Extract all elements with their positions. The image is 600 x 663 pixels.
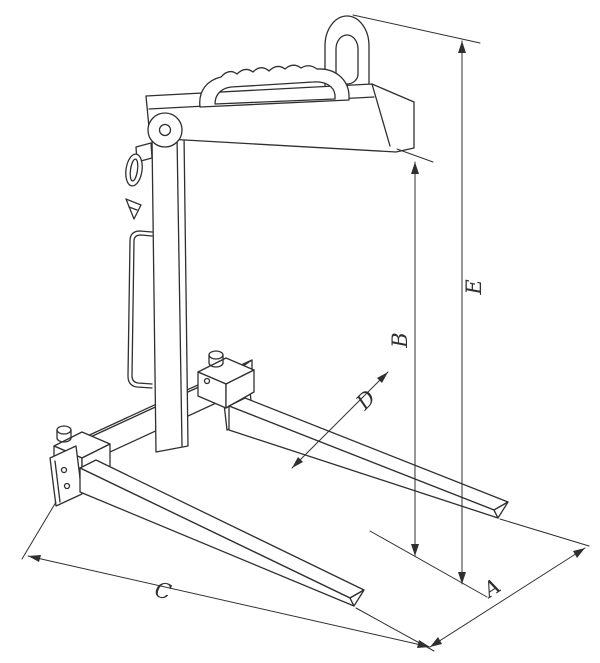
arrowhead-a-left [430,637,442,647]
arrowhead-b-bottom [411,544,419,556]
dimension-label-b: B [388,332,412,348]
shank-plate-edge [54,460,61,503]
arrowhead-b-top [411,162,419,174]
dimension-line-a [429,547,586,648]
shank-plate-bolt-1 [60,466,68,474]
dimension-line-d [291,371,389,469]
fork-upper-top-face [228,397,509,511]
dimension-label-d: D [351,385,381,415]
top-beam [145,83,415,153]
chain-link [125,153,143,187]
release-rod-outer [127,230,153,389]
extension-line-e-top [352,14,481,44]
extension-line-b-top [396,148,434,163]
release-rod [127,230,153,389]
top-beam-body [145,83,415,153]
release-rod-inner [131,234,153,385]
arrowhead-c-right [417,640,430,648]
clamp-left-bolt-side [56,429,72,443]
fork-lower [49,425,365,607]
pivot-boss [147,112,183,148]
top-beam-end-edge [371,83,391,147]
fork-clamp-right [197,350,255,409]
fork-lower-tip [349,589,365,607]
mast-column-edge [176,135,183,447]
shank-plate-body [49,445,83,507]
reference-line-fork-bottom [369,530,488,598]
clamp-right-right-face [225,369,255,409]
arrowhead-d-low [292,457,303,468]
fork-upper [197,350,509,519]
shank-plate-bolt-2 [63,482,71,490]
extension-line-a-right [499,518,590,547]
arrowhead-c-left [28,555,41,562]
lifting-eye-outer [324,15,370,93]
arrowhead-e-bottom [458,572,466,584]
chain-link-outer [125,153,143,187]
fork-lower-front-face [79,467,355,607]
fork-upper-tip [493,501,509,519]
chain-link-inner [129,158,139,182]
arrowhead-a-right [573,548,585,558]
dimensions [21,14,590,652]
clamp-right-bolt-dot [203,377,211,385]
mast-column [151,133,189,453]
latch-hook-detail [128,206,138,211]
dimension-label-e: E [462,279,486,295]
clamp-left-bolt-top [56,425,72,435]
extension-line-c-left [21,501,57,560]
dimension-label-c: C [152,577,173,604]
pivot-boss-outer [147,112,183,148]
fork-lower-shank-plate [49,445,83,507]
fork-upper-front-face [228,405,499,519]
arrowhead-e-top [458,41,466,53]
mast-column-body [151,133,189,453]
clamp-right-bolt-side [208,354,224,368]
dimension-line-c [27,555,431,648]
pivot-boss-inner [158,123,172,137]
mast-fittings [125,142,153,389]
carry-handle-body [199,64,350,108]
latch-hook [125,198,142,220]
dimension-label-a: A [477,574,504,603]
clamp-right-bolt-top [208,350,224,360]
carry-handle [199,64,350,108]
arrowhead-d-high [377,372,388,383]
